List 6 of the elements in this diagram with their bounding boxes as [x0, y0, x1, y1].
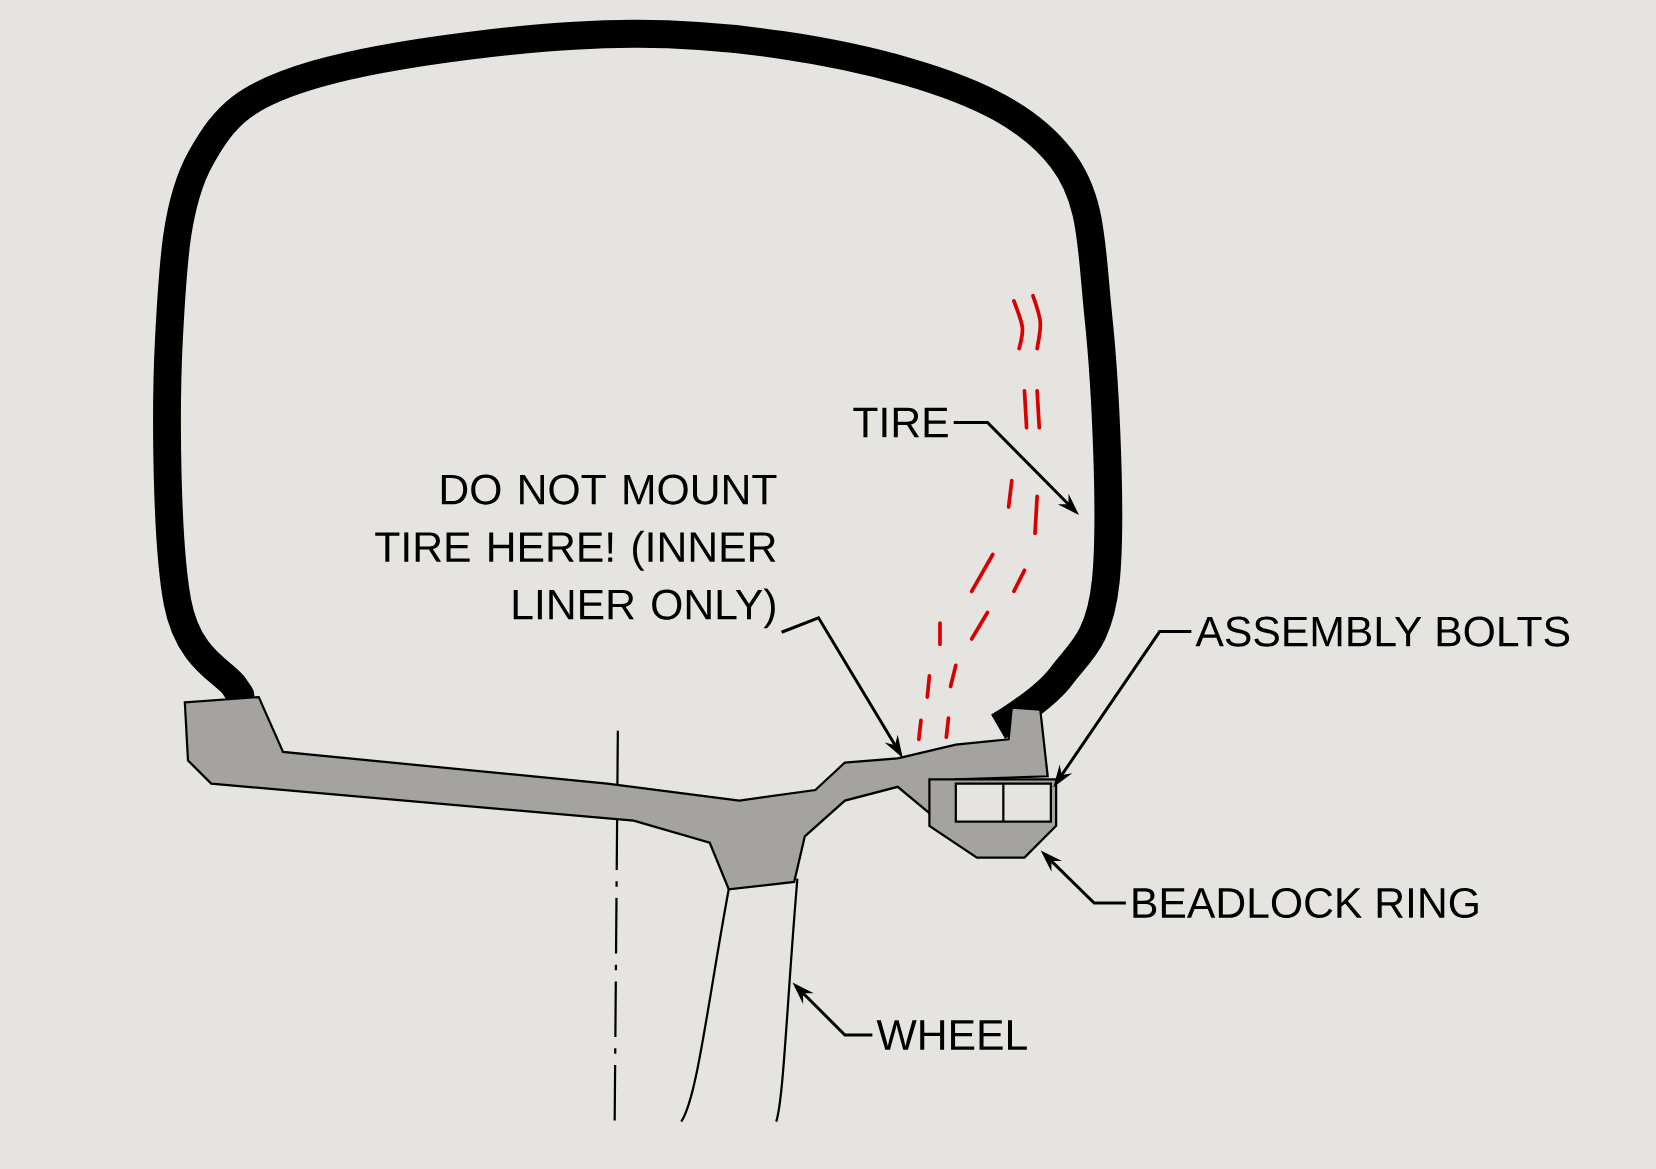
callout-label: BEADLOCK RING [1133, 887, 1478, 919]
callout-label: WHEEL [876, 1020, 1027, 1050]
wheel-drawing [680, 878, 799, 1123]
callout-label: ASSEMBLY BOLTS [1195, 616, 1570, 647]
rim-drawing [183, 695, 1049, 891]
tire-drawing [153, 19, 1123, 739]
